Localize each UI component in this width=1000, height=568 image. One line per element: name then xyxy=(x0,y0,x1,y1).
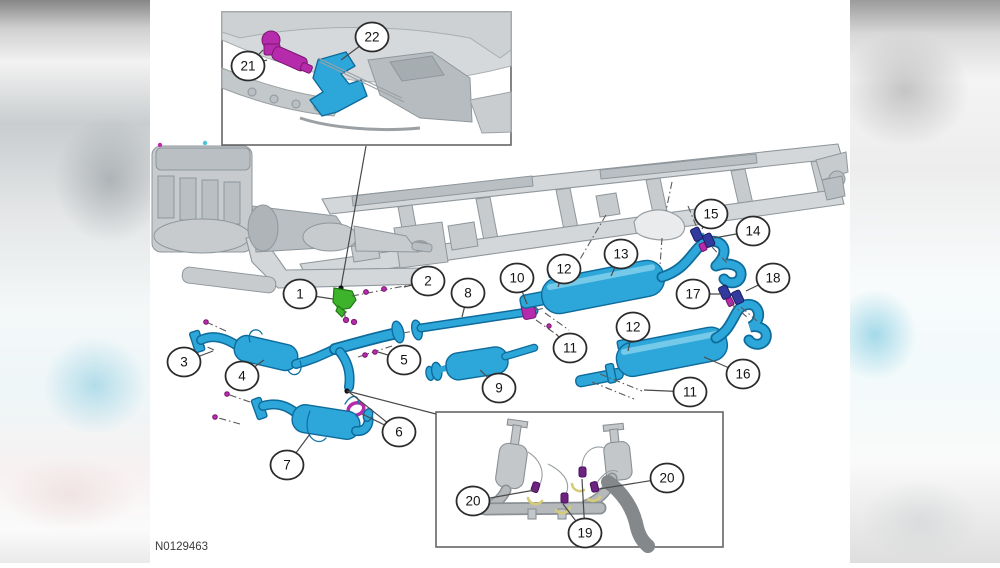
intermediate-pipe xyxy=(410,300,546,341)
callout-12: 12 xyxy=(546,253,582,288)
svg-text:12: 12 xyxy=(556,262,571,277)
callout-14: 14 xyxy=(713,215,771,247)
svg-text:12: 12 xyxy=(625,320,640,335)
frame-illustration xyxy=(299,143,849,284)
y-pipe xyxy=(329,320,415,392)
svg-text:16: 16 xyxy=(735,367,750,382)
svg-text:21: 21 xyxy=(240,59,255,74)
svg-text:22: 22 xyxy=(364,30,379,45)
svg-text:19: 19 xyxy=(577,526,592,541)
blurred-right-band xyxy=(850,0,1000,563)
callout-11: 11 xyxy=(552,332,588,364)
svg-text:8: 8 xyxy=(464,286,472,301)
callout-18: 18 xyxy=(745,262,791,294)
svg-text:10: 10 xyxy=(509,271,524,286)
svg-text:9: 9 xyxy=(495,381,503,396)
sensor-21 xyxy=(261,30,313,74)
callout-17: 17 xyxy=(675,278,721,310)
callout-1: 1 xyxy=(282,278,334,310)
bracket-22 xyxy=(309,51,405,117)
engine-transmission xyxy=(151,140,433,294)
callout-5: 5 xyxy=(377,344,422,376)
svg-text:2: 2 xyxy=(424,274,432,289)
blurred-left-band xyxy=(0,0,150,563)
callouts-layer: 2122123456789101112131514171812161119202… xyxy=(166,21,791,549)
callout-3: 3 xyxy=(166,346,214,378)
catalytic-converter-left xyxy=(188,319,340,376)
hanger-17-18 xyxy=(717,284,758,322)
svg-text:1: 1 xyxy=(296,287,304,302)
svg-text:6: 6 xyxy=(395,425,403,440)
callout-11: 11 xyxy=(643,376,708,408)
svg-text:11: 11 xyxy=(563,341,577,356)
svg-text:14: 14 xyxy=(745,224,761,239)
svg-text:20: 20 xyxy=(659,471,674,486)
svg-text:5: 5 xyxy=(400,353,408,368)
callout-13: 13 xyxy=(603,238,639,277)
callout-21: 21 xyxy=(230,49,268,82)
hanger-pin-marks-11a xyxy=(535,312,570,338)
svg-text:13: 13 xyxy=(613,247,628,262)
callout-6: 6 xyxy=(348,391,417,448)
callout-22: 22 xyxy=(340,21,390,61)
callout-2: 2 xyxy=(403,265,446,297)
callout-4: 4 xyxy=(224,359,265,392)
svg-text:4: 4 xyxy=(238,369,246,384)
callout-12: 12 xyxy=(615,311,651,352)
svg-text:7: 7 xyxy=(283,458,291,473)
muffler-13 xyxy=(519,232,747,315)
callout-19: 19 xyxy=(562,478,603,549)
svg-text:15: 15 xyxy=(703,207,718,222)
catalytic-converter-right xyxy=(212,391,374,443)
svg-text:18: 18 xyxy=(765,271,780,286)
callout-16: 16 xyxy=(703,356,761,390)
callout-8: 8 xyxy=(450,277,486,318)
exhaust-assembly xyxy=(188,226,772,443)
muffler-16 xyxy=(575,299,772,400)
resonator xyxy=(425,343,539,382)
figure-id-label: N0129463 xyxy=(155,541,208,553)
svg-text:11: 11 xyxy=(683,385,697,400)
svg-text:20: 20 xyxy=(465,494,480,509)
hanger-14-15 xyxy=(689,226,728,264)
flange-bolts-5 xyxy=(357,345,393,358)
callout-10: 10 xyxy=(499,262,535,305)
callout-20: 20 xyxy=(598,462,685,494)
callout-20: 20 xyxy=(455,485,536,517)
svg-text:3: 3 xyxy=(180,355,188,370)
mount-bracket-1 xyxy=(332,284,411,326)
svg-text:17: 17 xyxy=(685,287,700,302)
callout-7: 7 xyxy=(269,433,311,481)
callout-15: 15 xyxy=(693,198,729,230)
callout-9: 9 xyxy=(479,369,517,404)
